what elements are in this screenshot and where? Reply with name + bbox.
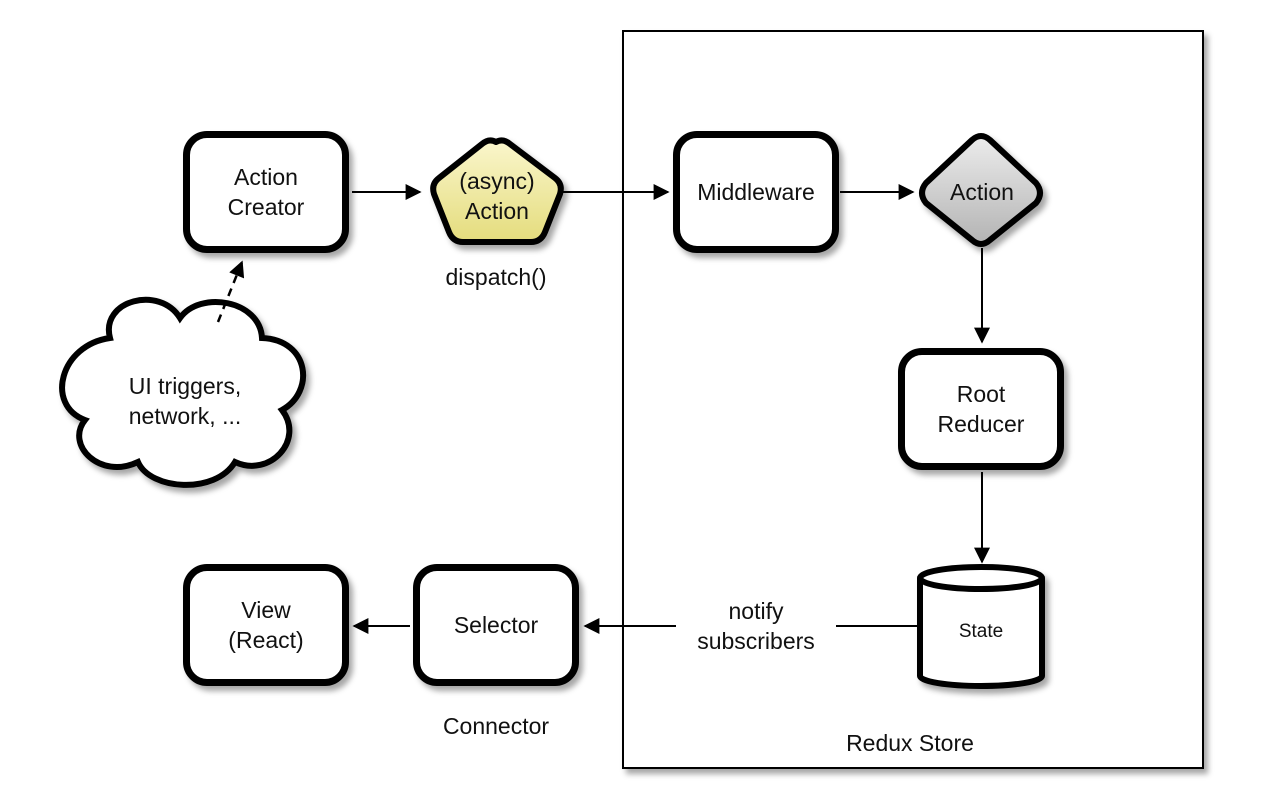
action-label: Action — [950, 179, 1014, 205]
ui-triggers-label: UI triggers, network, ... — [128, 373, 242, 429]
notify-subscribers-label: notify subscribers — [697, 598, 815, 654]
action-creator-node: Action Creator — [183, 131, 349, 253]
middleware-node: Middleware — [673, 131, 839, 253]
async-action-pentagon-shape — [430, 137, 564, 245]
state-label: State — [958, 621, 1004, 642]
ui-triggers-node: UI triggers, network, ... — [90, 368, 280, 434]
selector-node: Selector — [413, 564, 579, 686]
root-reducer-node: Root Reducer — [898, 348, 1064, 470]
view-node: View (React) — [183, 564, 349, 686]
dashed-arrow-triggers-to-creator — [216, 260, 245, 323]
ui-triggers-cloud-shape — [59, 296, 307, 488]
action-node: Action — [920, 174, 1044, 210]
middleware-label: Middleware — [697, 179, 815, 205]
action-creator-label: Action Creator — [227, 164, 305, 220]
state-node: State — [920, 612, 1042, 652]
root-reducer-label: Root Reducer — [937, 381, 1025, 437]
redux-store-label: Redux Store — [846, 730, 974, 756]
action-diamond-shape — [919, 133, 1043, 247]
state-cylinder-shape — [917, 564, 1045, 689]
view-label: View (React) — [228, 597, 304, 653]
dispatch-label: dispatch() — [445, 264, 547, 290]
connector-label: Connector — [442, 713, 550, 739]
async-action-node: (async) Action — [434, 160, 560, 232]
selector-label: Selector — [453, 612, 539, 638]
async-action-label: (async) Action — [459, 168, 535, 224]
